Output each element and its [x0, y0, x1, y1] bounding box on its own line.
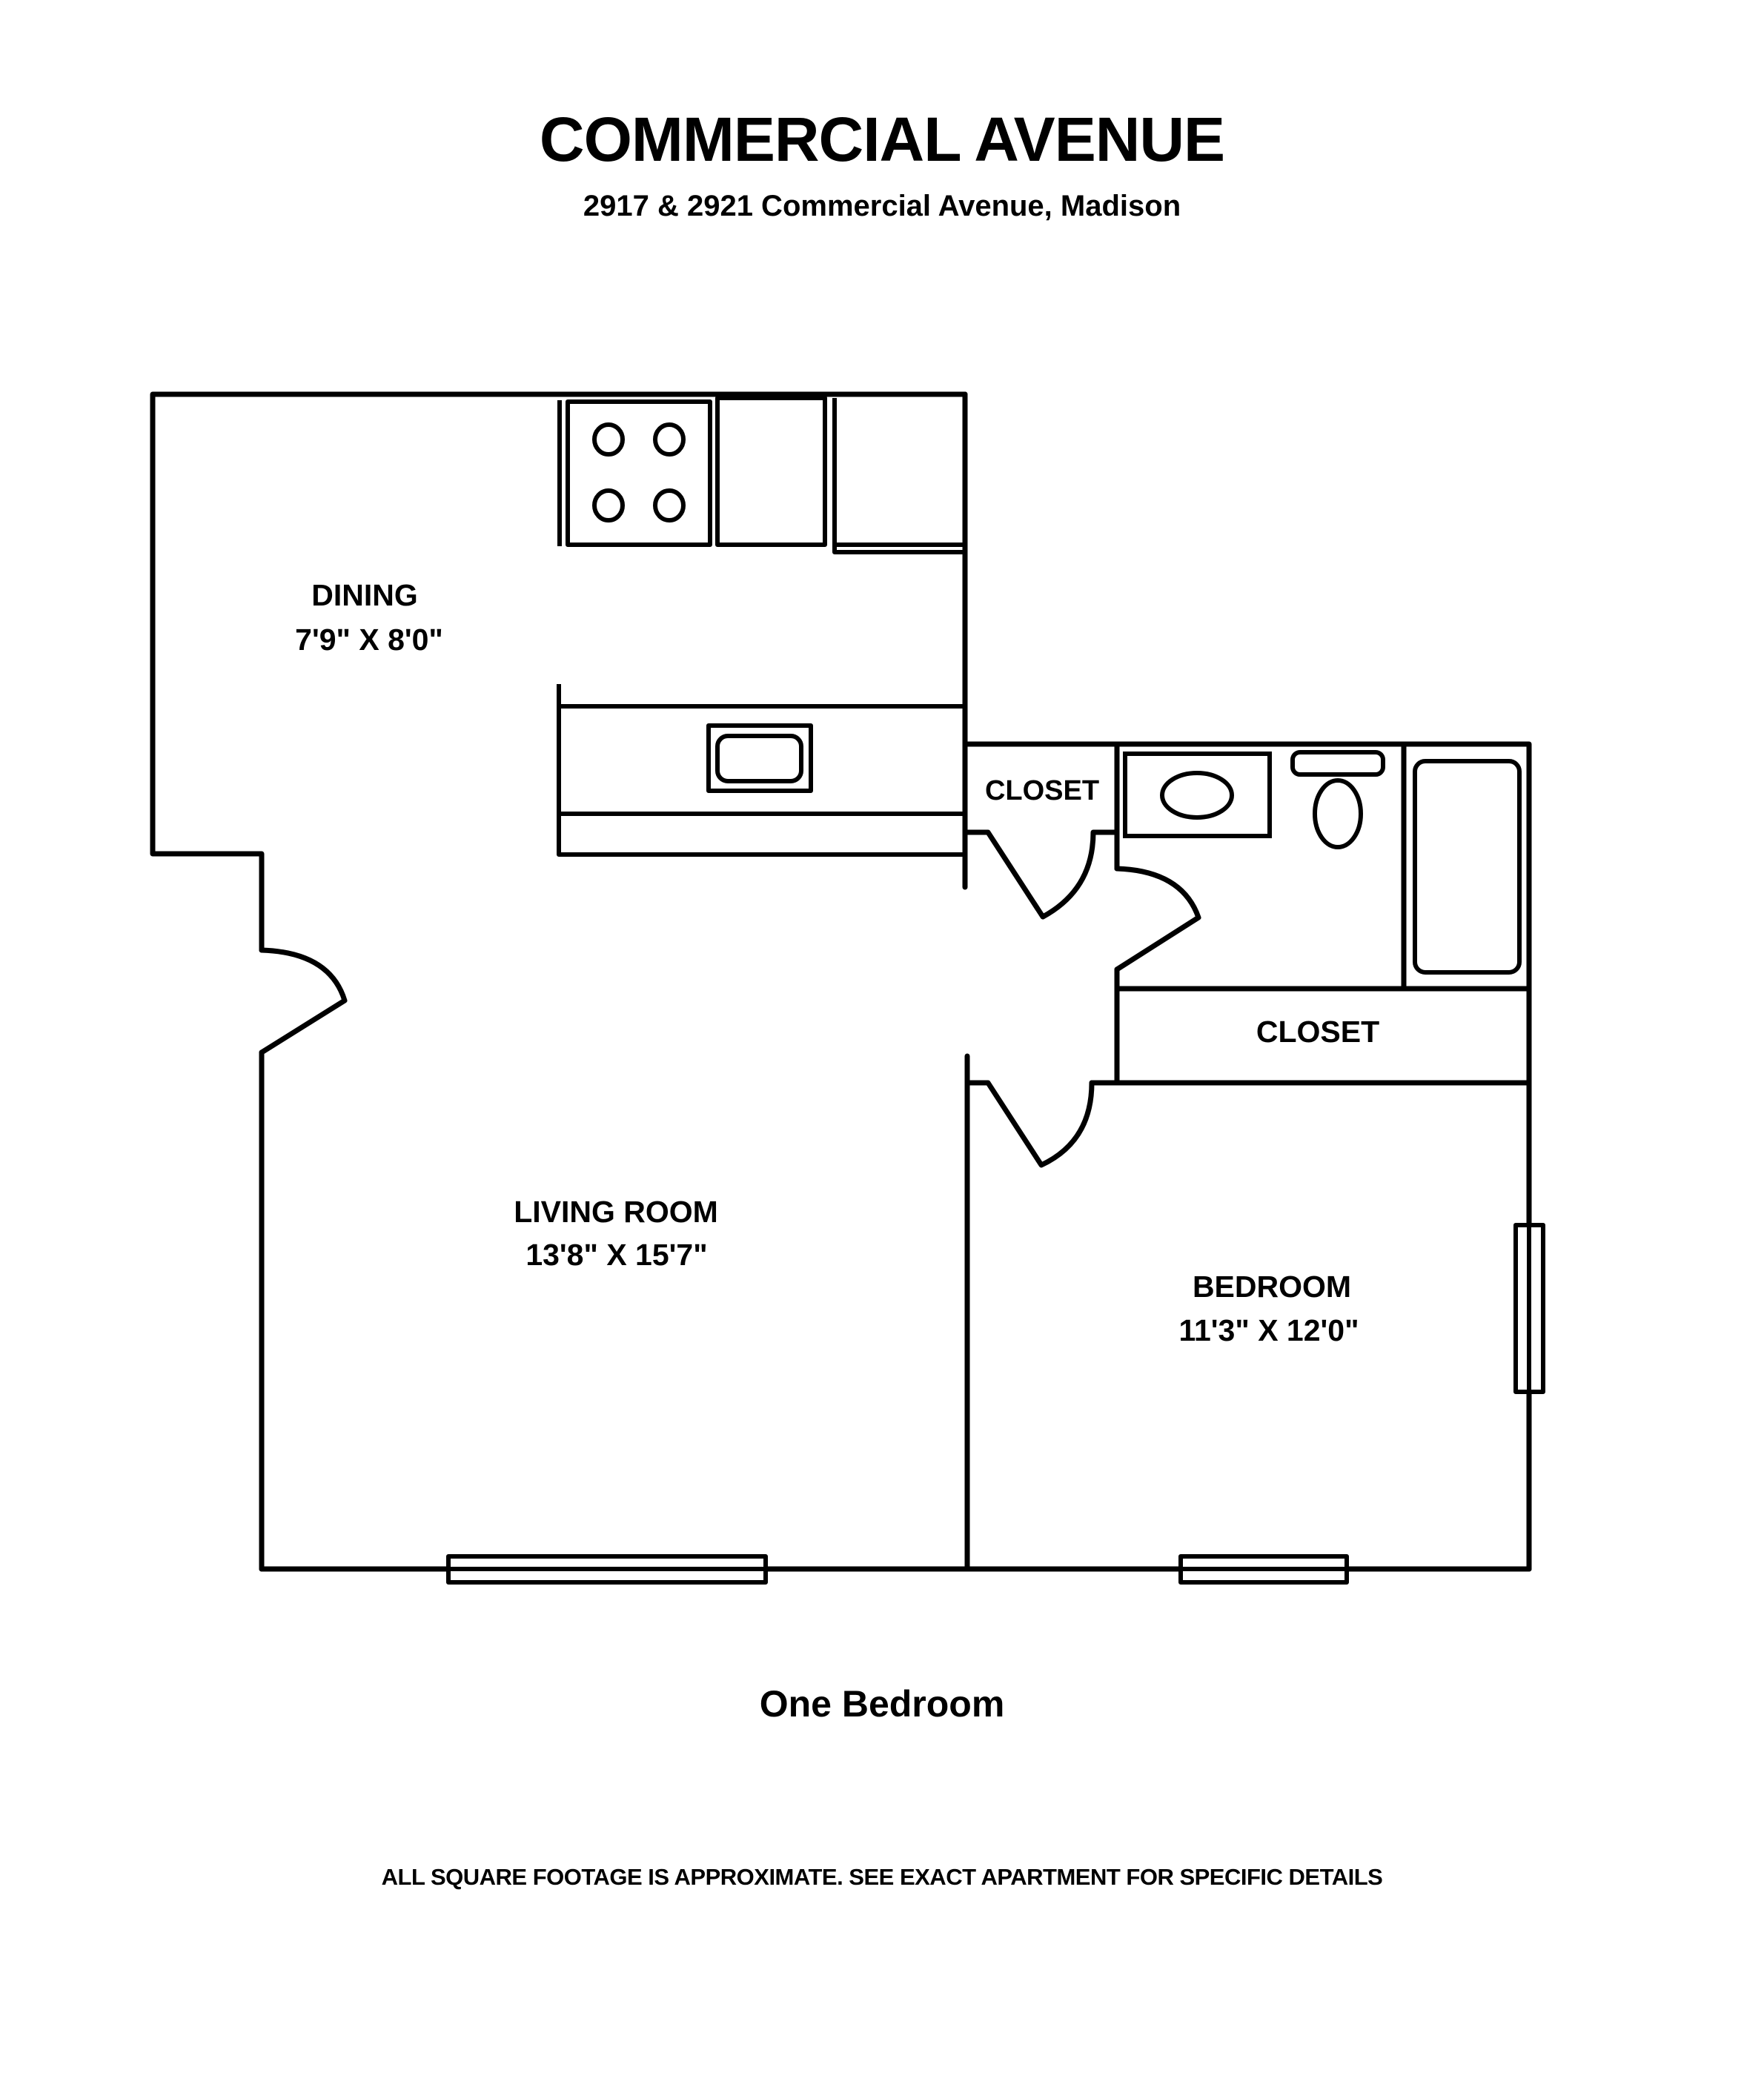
windows — [446, 1223, 1545, 1585]
bath-fixtures — [1123, 750, 1522, 975]
room-labels: DINING 7'9" X 8'0" LIVING ROOM 13'8" X 1… — [295, 578, 1379, 1347]
closet-door-icon — [962, 829, 1120, 920]
disclaimer-text: ALL SQUARE FOOTAGE IS APPROXIMATE. SEE E… — [381, 1864, 1383, 1890]
walls — [150, 391, 1532, 1572]
vanity-sink-icon — [1160, 771, 1234, 820]
burner-icon — [653, 488, 686, 522]
room-label-dining: DINING — [311, 578, 418, 612]
unit-type-label: One Bedroom — [759, 1683, 1005, 1725]
room-label-bedroom: BEDROOM — [1193, 1270, 1351, 1304]
room-label-living-room: LIVING ROOM — [514, 1195, 718, 1229]
bathroom-door-icon — [1114, 866, 1201, 972]
bathtub-icon — [1413, 759, 1522, 975]
stove-icon — [566, 399, 712, 547]
vanity-icon — [1123, 752, 1272, 838]
room-label-hall-closet: CLOSET — [985, 775, 1099, 806]
address-subtitle: 2917 & 2921 Commercial Avenue, Madison — [583, 190, 1181, 222]
refrigerator-icon — [832, 398, 965, 554]
entry-door-icon — [259, 947, 348, 1055]
room-label-bedroom-closet: CLOSET — [1256, 1015, 1379, 1049]
page-title: COMMERCIAL AVENUE — [539, 104, 1225, 174]
burner-icon — [592, 422, 625, 457]
kitchen-fixtures — [557, 396, 965, 857]
room-dimensions-dining: 7'9" X 8'0" — [295, 623, 443, 657]
bedroom-door-icon — [964, 1080, 1095, 1168]
room-dimensions-living-room: 13'8" X 15'7" — [525, 1238, 707, 1272]
counter-cabinet-icon — [715, 396, 827, 547]
toilet-tank-icon — [1290, 750, 1385, 777]
lower-counter-icon — [557, 684, 965, 857]
room-dimensions-bedroom: 11'3" X 12'0" — [1178, 1313, 1359, 1347]
kitchen-sink-icon — [706, 723, 813, 793]
burner-icon — [592, 488, 625, 522]
doors — [259, 829, 1201, 1168]
wall-outer-left — [150, 391, 968, 953]
burner-icon — [653, 422, 686, 457]
toilet-bowl-icon — [1313, 778, 1363, 849]
